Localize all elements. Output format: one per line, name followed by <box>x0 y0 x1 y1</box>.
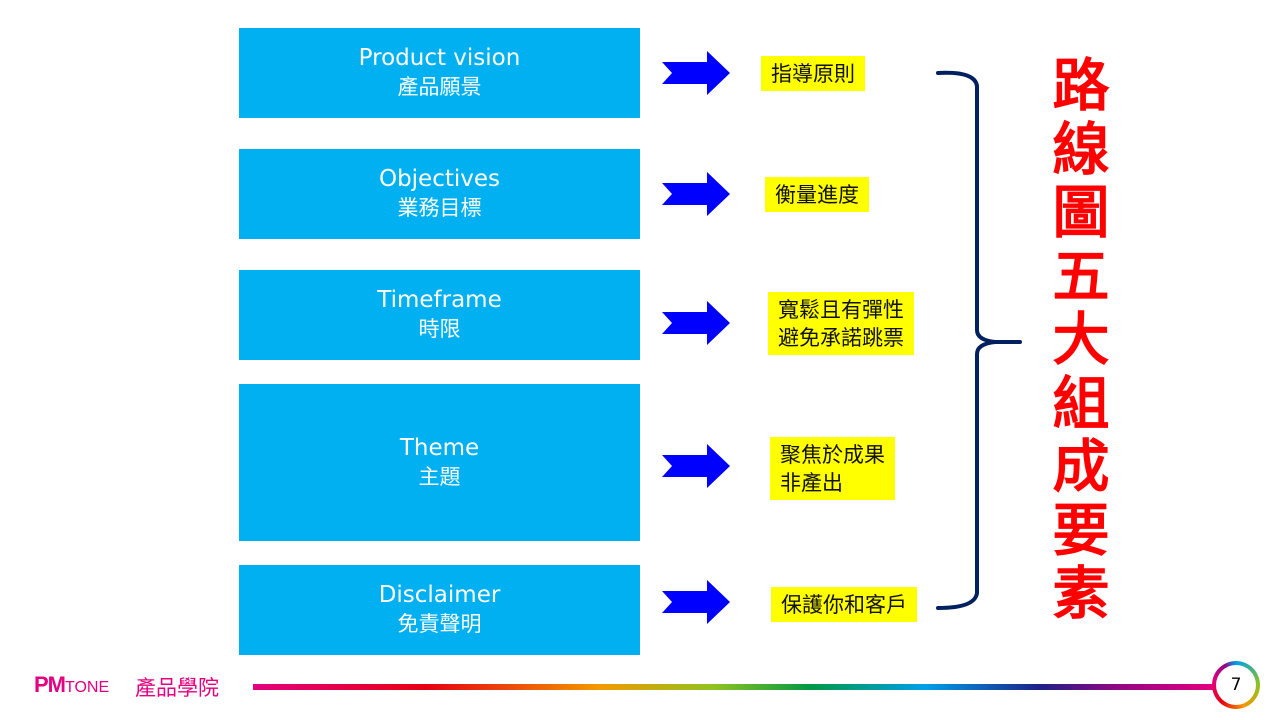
note-protect-customers: 保護你和客戶 <box>771 587 917 622</box>
title-char: 五 <box>1052 243 1110 310</box>
pmtone-logo: PMTONE <box>34 672 109 698</box>
note-line: 保護你和客戶 <box>781 593 907 617</box>
component-box-objectives: Objectives 業務目標 <box>239 149 640 239</box>
vertical-title: 路 線 圖 五 大 組 成 要 素 <box>1050 53 1112 627</box>
component-title-zh: 業務目標 <box>397 196 482 220</box>
component-box-disclaimer: Disclaimer 免責聲明 <box>239 565 640 655</box>
page-number-badge: 7 <box>1212 661 1260 709</box>
note-line: 避免承諾跳票 <box>778 326 904 350</box>
logo-pm: PM <box>34 672 66 697</box>
note-line: 非產出 <box>780 471 843 495</box>
component-title-zh: 主題 <box>418 464 461 489</box>
component-title-zh: 免責聲明 <box>397 612 482 636</box>
component-title-en: Objectives <box>378 166 501 192</box>
title-char: 成 <box>1052 434 1110 500</box>
note-flexible-timeframe: 寬鬆且有彈性 避免承諾跳票 <box>768 292 914 355</box>
title-char: 路 <box>1052 53 1110 119</box>
component-title-en: Theme <box>399 434 480 461</box>
logo-tone: TONE <box>65 679 110 696</box>
right-curly-brace-icon <box>936 70 1022 610</box>
title-char: 素 <box>1052 561 1110 627</box>
component-title-en: Product vision <box>358 45 521 71</box>
title-char: 線 <box>1052 116 1110 183</box>
note-line: 指導原則 <box>771 62 855 86</box>
component-title-zh: 產品願景 <box>397 75 482 99</box>
component-title-en: Disclaimer <box>378 582 501 608</box>
component-box-timeframe: Timeframe 時限 <box>239 270 640 360</box>
component-title-zh: 時限 <box>418 317 461 341</box>
right-arrow-icon <box>662 444 730 488</box>
right-arrow-icon <box>662 301 730 345</box>
title-char: 組 <box>1052 370 1110 437</box>
note-line: 聚焦於成果 <box>780 443 885 467</box>
right-arrow-icon <box>662 172 730 216</box>
note-line: 寬鬆且有彈性 <box>778 298 904 322</box>
right-arrow-icon <box>662 580 730 624</box>
note-line: 衡量進度 <box>775 183 859 207</box>
note-measure-progress: 衡量進度 <box>765 177 869 212</box>
title-char: 要 <box>1052 497 1110 564</box>
rainbow-divider <box>253 684 1213 690</box>
component-title-en: Timeframe <box>377 287 502 313</box>
note-focus-outcomes: 聚焦於成果 非產出 <box>770 437 895 500</box>
school-name: 產品學院 <box>135 676 219 700</box>
component-box-theme: Theme 主題 <box>239 384 640 541</box>
page-number: 7 <box>1216 665 1256 705</box>
title-char: 圖 <box>1052 180 1110 246</box>
component-box-product-vision: Product vision 產品願景 <box>239 28 640 118</box>
right-arrow-icon <box>662 51 730 95</box>
note-guiding-principle: 指導原則 <box>761 56 865 91</box>
title-char: 大 <box>1052 307 1110 373</box>
